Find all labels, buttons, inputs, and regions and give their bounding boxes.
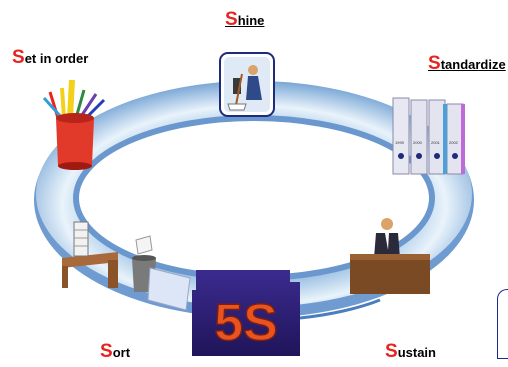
center-5s-label: 5S [214,294,278,352]
step-initial: S [12,47,25,68]
step-label-shine: Shine [225,9,264,31]
shine-cleaning-icon [219,52,275,117]
step-initial: S [428,53,441,74]
binder-label: 1999 [395,140,405,145]
desk-paper-bin-icon [62,221,191,311]
binder-labels: 1999 2000 2001 2002 [395,140,459,145]
step-rest: tandardize [440,57,506,72]
man-at-desk-icon [350,218,430,294]
step-initial: S [385,341,398,362]
binder-label: 2000 [413,140,423,145]
binder-label: 2001 [431,140,441,145]
pen-cup-icon [42,79,106,170]
step-label-sort: Sort [100,341,130,363]
center-5s-block: 5S [192,270,300,356]
binder-label: 2002 [449,140,459,145]
step-rest: hine [237,13,265,28]
step-rest: ustain [397,345,436,360]
step-label-standardize: Standardize [428,53,506,75]
step-label-set-in-order: Set in order [12,47,88,69]
step-initial: S [100,341,113,362]
step-label-sustain: Sustain [385,341,436,363]
step-rest: ort [112,345,131,360]
step-rest: et in order [24,51,89,66]
callout-bracket [497,289,508,359]
step-initial: S [225,9,238,30]
binders-icon [392,97,465,175]
